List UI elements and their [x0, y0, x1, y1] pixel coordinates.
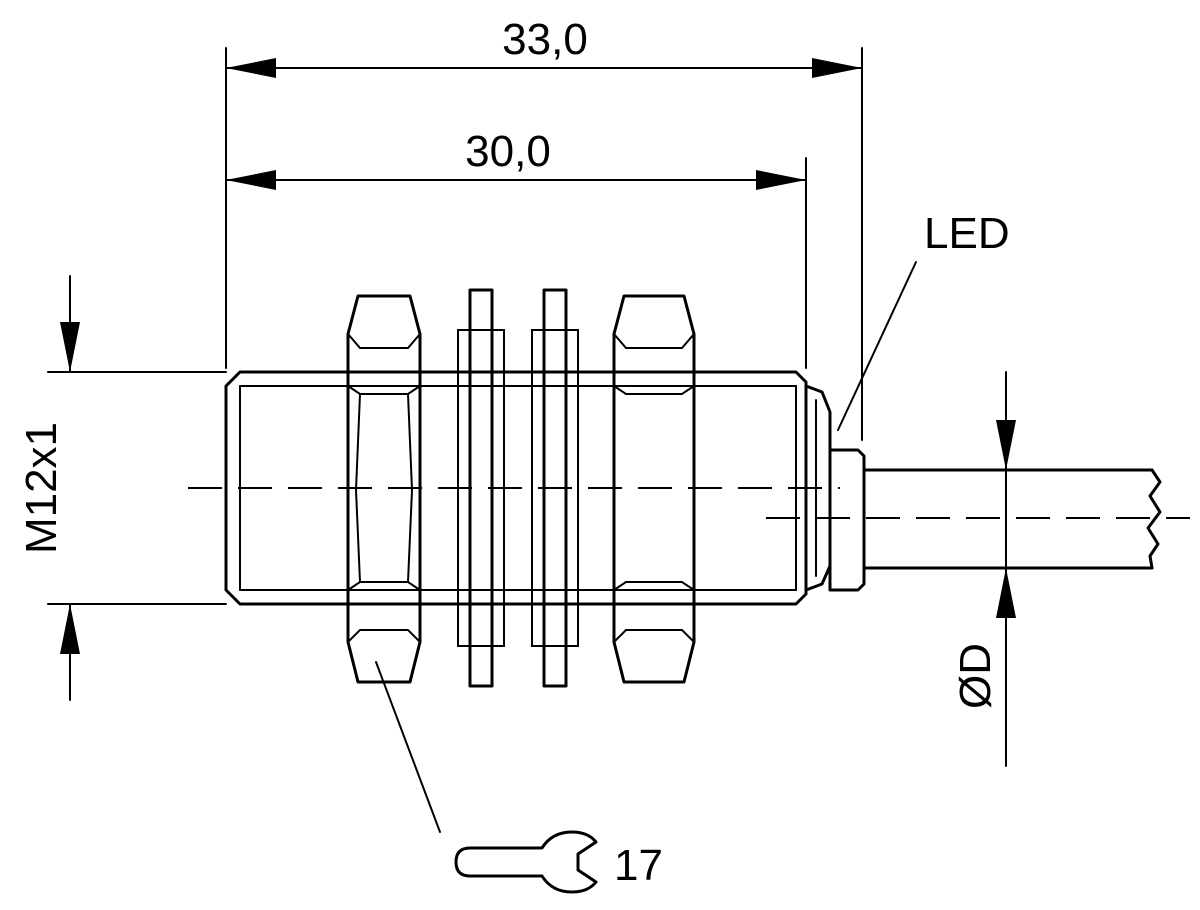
extension-lines	[47, 47, 863, 605]
dimension-overall-length: 33,0	[225, 15, 863, 78]
dimension-label-overall: 33,0	[502, 15, 588, 64]
dimension-thread: M12x1	[17, 275, 80, 701]
led-label: LED	[924, 209, 1010, 258]
dimension-label-thread: M12x1	[17, 422, 66, 554]
hex-nut-right	[612, 294, 696, 684]
dimension-housing-length: 30,0	[225, 127, 807, 190]
led-callout: LED	[837, 209, 1010, 431]
wrench-callout: 17	[375, 661, 663, 894]
cable	[862, 468, 1162, 570]
wrench-icon	[454, 830, 598, 894]
dimension-cable-diameter: ØD	[951, 371, 1016, 767]
dimension-label-housing: 30,0	[465, 127, 551, 176]
center-lines	[188, 487, 1190, 519]
wrench-size-label: 17	[614, 841, 663, 890]
cable-gland	[828, 448, 866, 592]
dimension-label-cable-diameter: ØD	[951, 643, 1000, 709]
hex-nut-left	[346, 294, 422, 684]
